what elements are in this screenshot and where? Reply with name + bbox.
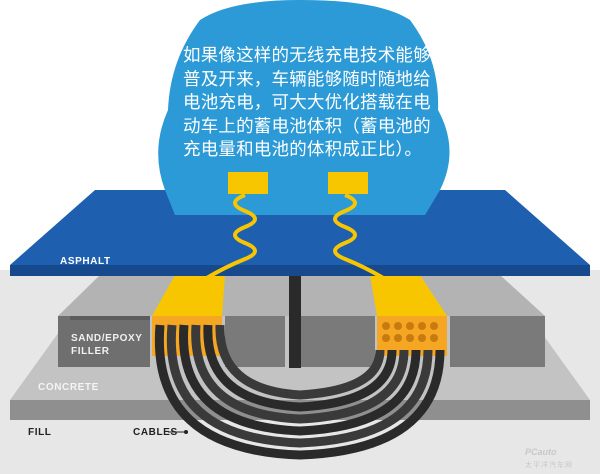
label-fill: FILL [28, 427, 52, 438]
watermark-brand: PCauto [525, 447, 557, 457]
center-seam [289, 270, 301, 368]
label-sand-line1: SAND/EPOXY [71, 333, 143, 344]
coil-pad-left [152, 275, 225, 316]
label-concrete: CONCRETE [38, 382, 99, 393]
label-asphalt: ASPHALT [60, 256, 111, 267]
cable-ends [382, 322, 438, 342]
car-coil-right [328, 172, 368, 194]
cables [154, 324, 445, 460]
label-sand-line2: FILLER [71, 346, 110, 357]
car-coil-left [228, 172, 268, 194]
sand-epoxy-filler-left [58, 316, 150, 367]
caption-text: 如果像这样的无线充电技术能够普及开来，车辆能够随时随地给电池充电，可大大优化搭载… [183, 46, 431, 160]
car-body [158, 0, 450, 215]
watermark-sub: 太平洋汽车网 [525, 461, 573, 469]
energy-wave-right [333, 193, 387, 281]
label-cables: CABLES [133, 427, 178, 438]
asphalt-layer [10, 190, 590, 265]
coil-pad-right [370, 275, 447, 316]
energy-wave-left [203, 193, 257, 281]
